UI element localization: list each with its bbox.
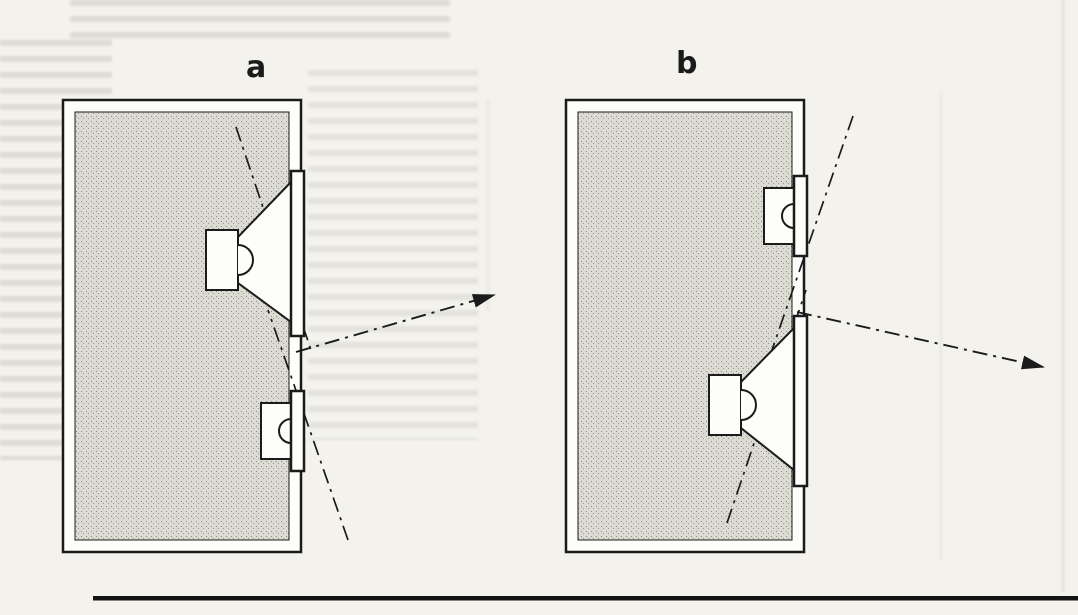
sound-axis-arrow-a	[295, 294, 496, 353]
woofer-magnet-b	[708, 374, 742, 436]
panel-a: a	[61, 50, 496, 554]
woofer-dustcap-b	[740, 389, 757, 421]
panel-b-label: b	[676, 46, 697, 81]
cabinet-interior-a	[74, 111, 290, 541]
woofer-dustcap-a	[237, 244, 254, 276]
cabinet-interior-b	[577, 111, 793, 541]
woofer-flange-b	[792, 314, 809, 488]
tweeter-dome-a	[278, 418, 292, 444]
tweeter-dome-b	[781, 203, 795, 229]
bottom-page-rule	[93, 596, 1078, 601]
panel-a-label: a	[246, 50, 266, 85]
tweeter-axis-line-b	[771, 115, 854, 351]
tweeter-flange-a	[289, 389, 306, 473]
woofer-flange-a	[289, 169, 306, 338]
tweeter-flange-b	[792, 174, 809, 258]
woofer-axis-line-a	[235, 126, 313, 354]
woofer-magnet-a	[205, 229, 239, 291]
sound-axis-arrow-b	[796, 311, 1045, 370]
panel-b: b	[564, 46, 1045, 554]
tweeter-axis-line-a	[267, 309, 349, 541]
